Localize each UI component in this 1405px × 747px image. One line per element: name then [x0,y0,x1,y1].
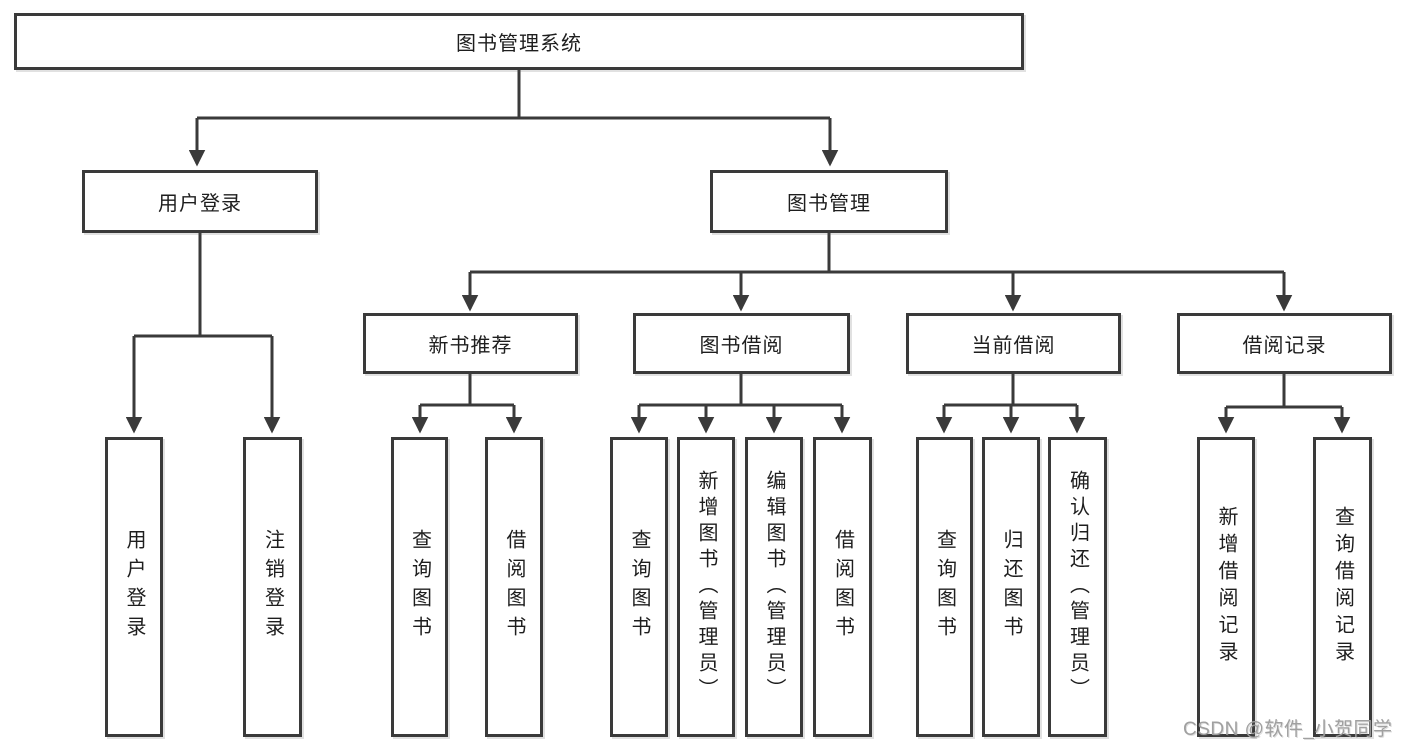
leaf-label: 查询图书 [628,529,650,645]
leaf-label: 用户登录 [123,529,145,645]
leaf-bb-borrow-books: 借阅图书 [813,437,872,737]
leaf-cb-confirm-return-admin: 确认归还（管理员） [1048,437,1107,737]
leaf-bb-edit-books-admin: 编辑图书（管理员） [745,437,803,737]
node-label: 借阅记录 [1242,335,1327,357]
leaf-logout: 注销登录 [243,437,302,737]
node-borrow-records: 借阅记录 [1177,313,1392,374]
node-label: 新书推荐 [428,335,513,357]
leaf-cb-query-books: 查询图书 [916,437,973,737]
node-new-book-recommend: 新书推荐 [363,313,578,374]
leaf-label: 编辑图书（管理员） [763,470,785,704]
leaf-label: 查询图书 [408,529,431,645]
leaf-label: 归还图书 [1000,529,1022,645]
node-book-management-system: 图书管理系统 [14,13,1024,70]
csdn-watermark: CSDN @软件_小贺同学 [1183,719,1393,740]
node-label: 用户登录 [158,193,242,215]
leaf-rec-query-record: 查询借阅记录 [1313,437,1372,737]
leaf-bb-add-books-admin: 新增图书（管理员） [677,437,735,737]
node-current-borrow: 当前借阅 [906,313,1121,374]
leaf-label: 查询图书 [933,529,956,645]
node-label: 图书管理系统 [456,33,582,55]
leaf-label: 借阅图书 [503,529,525,645]
leaf-label: 注销登录 [261,529,284,645]
node-book-borrow: 图书借阅 [633,313,850,374]
leaf-label: 新增图书（管理员） [695,470,717,704]
leaf-nb-borrow-books: 借阅图书 [485,437,543,737]
leaf-label: 借阅图书 [831,529,854,645]
node-book-management: 图书管理 [710,170,948,233]
node-user-login: 用户登录 [82,170,318,233]
leaf-label: 确认归还（管理员） [1066,470,1089,704]
leaf-bb-query-books: 查询图书 [610,437,668,737]
leaf-rec-add-record: 新增借阅记录 [1197,437,1255,737]
node-label: 图书管理 [787,193,871,215]
leaf-label: 查询借阅记录 [1331,506,1354,668]
leaf-label: 新增借阅记录 [1215,506,1237,668]
node-label: 当前借阅 [971,335,1056,357]
leaf-user-login: 用户登录 [105,437,163,737]
node-label: 图书借阅 [699,335,784,357]
leaf-nb-query-books: 查询图书 [391,437,448,737]
leaf-cb-return-books: 归还图书 [982,437,1040,737]
